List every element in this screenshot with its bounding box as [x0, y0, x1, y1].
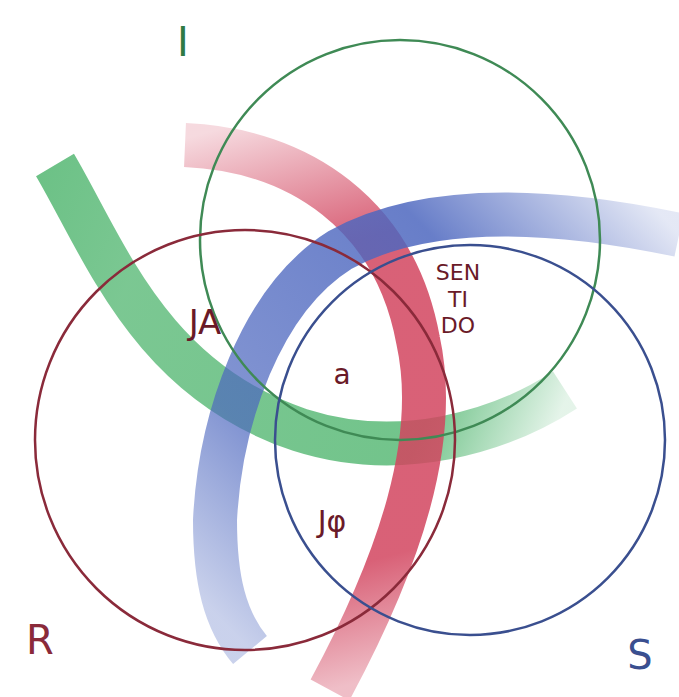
blue-band [215, 214, 679, 650]
jouissance-other-label: JA [189, 302, 222, 343]
real-circle: R [35, 230, 455, 650]
circle-outline [35, 230, 455, 650]
ring-letter: I [177, 20, 189, 64]
circle-line [200, 40, 600, 440]
object-a-label: a [333, 358, 350, 392]
circle-outline [200, 40, 600, 440]
circle-line [275, 245, 665, 635]
phallic-jouissance-label: Jφ [318, 504, 347, 540]
ring-letter: S [627, 633, 652, 677]
imaginary-circle: I [200, 40, 600, 440]
meaning-label: SEN TI DO [433, 260, 483, 339]
ring-letter: R [26, 618, 54, 662]
symbolic-circle: S [275, 245, 665, 635]
circle-line [35, 230, 455, 650]
circle-outline [275, 245, 665, 635]
